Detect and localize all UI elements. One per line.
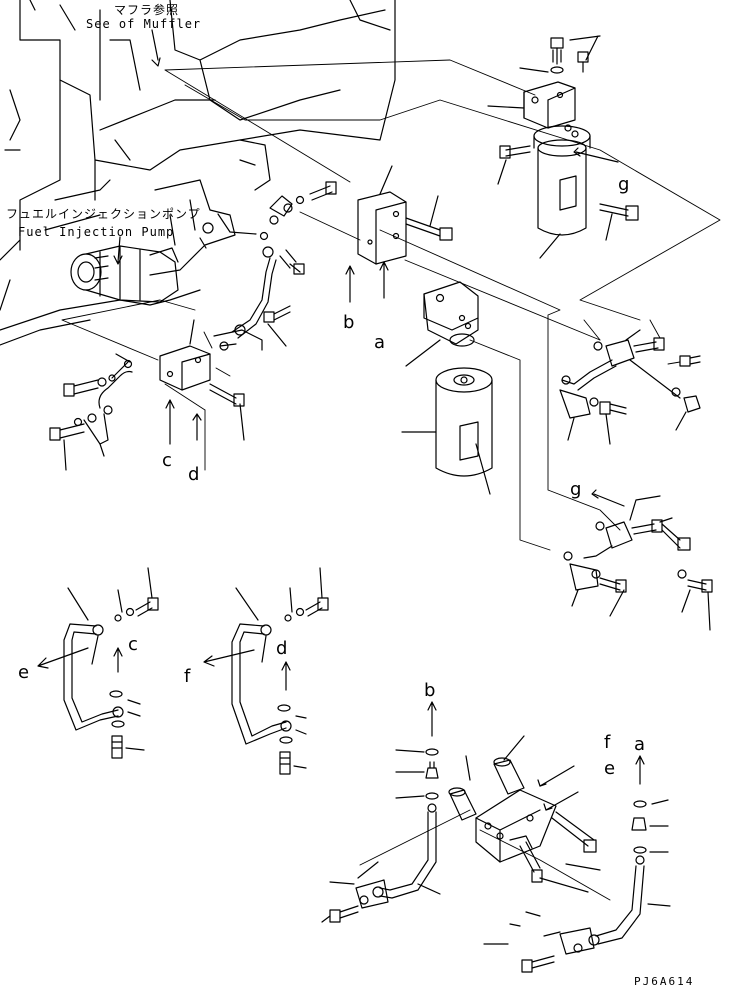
ref-label-c-left: c [162,450,172,471]
ref-label-g-upper: g [618,174,630,195]
ref-label-b-upper: b [343,312,355,333]
right-fittings-lower [563,489,713,631]
junction-block-upper [345,165,453,303]
drawing-code: PJ6A614 [634,975,695,988]
ref-label-d-left: d [188,464,200,485]
ref-label-e-pipe: e [18,662,30,683]
pipe-assembly-d [203,567,329,775]
muffler-note-jp: マフラ参照 [114,3,180,17]
bottom-assembly [321,701,671,973]
ref-label-f-pipe: f [184,666,191,687]
ref-label-e-bottom: e [604,758,616,779]
ref-label-c-pipe: c [128,634,138,655]
ref-label-a-bottom: a [634,734,646,755]
junction-block-left [49,181,337,471]
ref-label-d-pipe: d [276,638,288,659]
ref-label-a-upper: a [374,332,386,353]
pump-note-en: Fuel Injection Pump [18,225,175,239]
right-fittings-upper [559,329,701,445]
pump-note-jp: フュエルインジェクションポンプ [6,207,201,221]
fuel-injection-pump [70,245,179,303]
pipe-assembly-c [37,567,159,759]
upper-fuel-filter [487,35,639,259]
muffler-leader [151,29,159,61]
ref-label-f-bottom: f [604,732,611,753]
lower-fuel-filter [401,281,493,495]
pump-leader [117,236,121,263]
engine-block [0,0,396,346]
muffler-note-en: See of Muffler [86,17,202,31]
ref-label-b-bottom: b [424,680,436,701]
callout-leaders [203,319,681,377]
ref-label-g-lower: g [570,479,582,500]
guide-lines [61,59,721,901]
